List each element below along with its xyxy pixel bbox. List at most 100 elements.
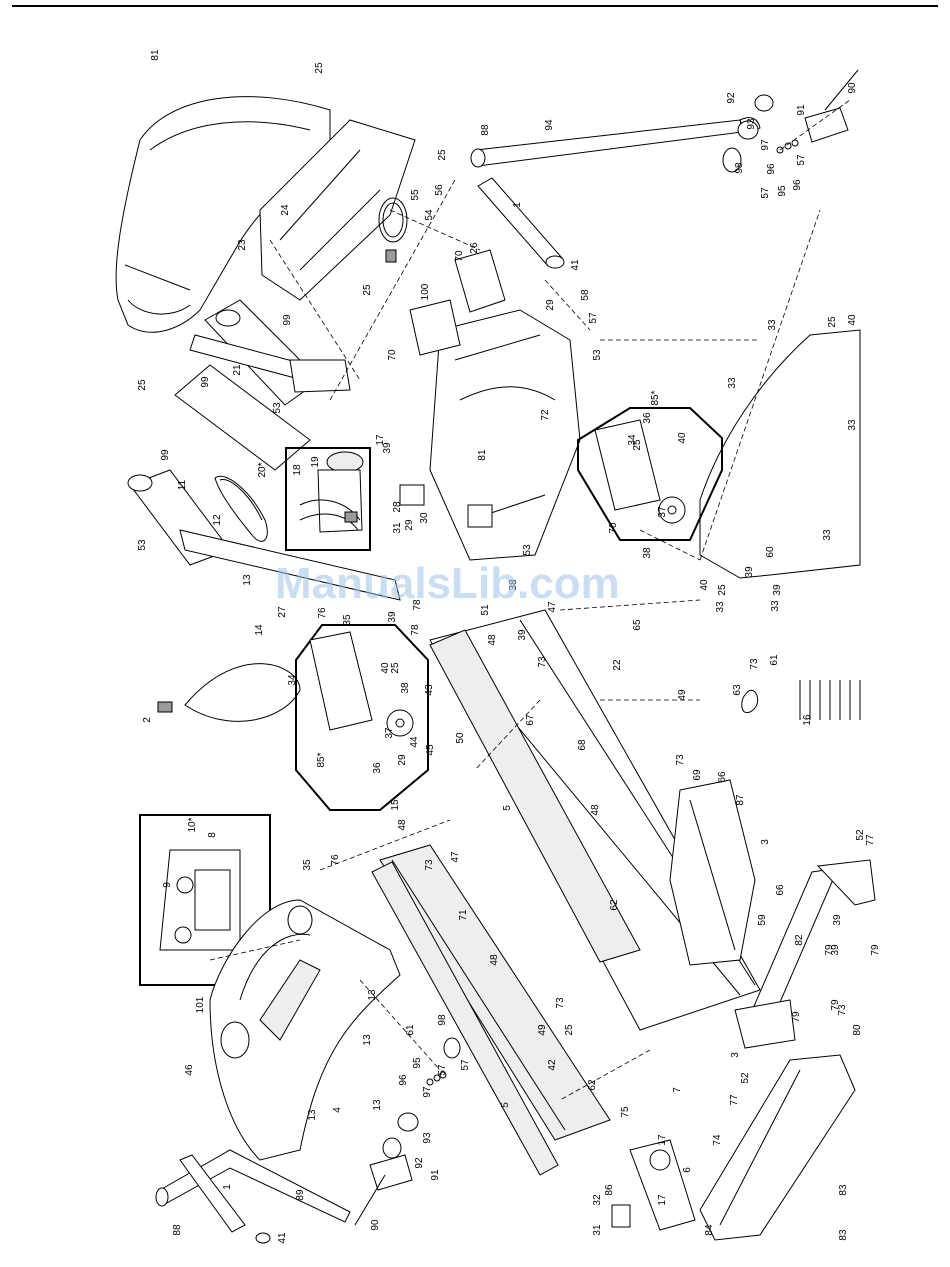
part-callout-label: 35 xyxy=(342,614,353,626)
part-callout-label: 16 xyxy=(802,714,813,726)
part-callout-label: 13 xyxy=(367,989,378,1001)
part-callout-label: 49 xyxy=(537,1024,548,1036)
part-callout-label: 33 xyxy=(715,601,726,613)
part-callout-label: 5 xyxy=(502,805,513,811)
part-callout-label: 74 xyxy=(712,1134,723,1146)
part-callout-label: 88 xyxy=(480,124,491,136)
part-callout-label: 43 xyxy=(424,684,435,696)
part-callout-label: 25 xyxy=(437,149,448,161)
part-callout-label: 73 xyxy=(749,658,760,670)
console-inset xyxy=(139,814,271,986)
part-callout-label: 41 xyxy=(570,259,581,271)
left-rail-lower xyxy=(371,861,559,1176)
part-callout-label: 41 xyxy=(277,1232,288,1244)
part-callout-label: 92 xyxy=(726,92,737,104)
part-callout-label: 86 xyxy=(604,1184,615,1196)
part-callout-label: 77 xyxy=(865,834,876,846)
part-callout-label: 26 xyxy=(469,242,480,254)
part-callout-label: 17 xyxy=(657,1194,668,1206)
part-callout-label: 76 xyxy=(330,854,341,866)
part-callout-label: 11 xyxy=(177,479,188,490)
part-callout-label: 100 xyxy=(420,283,431,300)
part-callout-label: 37 xyxy=(384,727,395,739)
part-callout-label: 85* xyxy=(650,390,661,405)
part-callout-label: 37 xyxy=(657,506,668,518)
hood-bracket xyxy=(259,119,416,301)
part-callout-label: 78 xyxy=(412,599,423,611)
part-callout-label: 33 xyxy=(822,529,833,541)
part-callout-label: 39 xyxy=(830,944,841,956)
part-callout-label: 3 xyxy=(760,839,771,845)
part-callout-label: 10* xyxy=(187,817,198,832)
part-callout-label: 95 xyxy=(412,1057,423,1069)
part-callout-label: 39 xyxy=(832,914,843,926)
handrail-end-cluster-top xyxy=(722,69,859,173)
part-callout-label: 1 xyxy=(222,1184,233,1190)
front-roller-assembly xyxy=(611,1139,696,1231)
assembly-guide-lines xyxy=(209,99,851,1101)
base-tube xyxy=(699,1054,856,1241)
part-callout-label: 93 xyxy=(746,118,757,130)
part-callout-label: 76 xyxy=(317,607,328,619)
part-callout-label: 44 xyxy=(409,736,420,748)
part-callout-label: 90 xyxy=(847,82,858,94)
part-callout-label: 47 xyxy=(547,601,558,613)
part-callout-label: 95 xyxy=(777,185,788,197)
part-callout-label: 62 xyxy=(609,899,620,911)
part-callout-label: 39 xyxy=(744,566,755,578)
part-callout-label: 7 xyxy=(672,1087,683,1093)
part-callout-label: 73 xyxy=(837,1004,848,1016)
part-callout-label: 87 xyxy=(735,794,746,806)
part-callout-label: 22 xyxy=(612,659,623,671)
part-callout-label: 25 xyxy=(362,284,373,296)
part-callout-label: 39 xyxy=(772,584,783,596)
part-callout-label: 52 xyxy=(855,829,866,841)
part-callout-label: 39 xyxy=(517,629,528,641)
part-callout-label: 73 xyxy=(537,656,548,668)
part-callout-label: 79 xyxy=(870,944,881,956)
part-callout-label: 85* xyxy=(316,752,327,767)
part-callout-label: 18 xyxy=(292,464,303,476)
part-callout-label: 57 xyxy=(460,1059,471,1071)
part-callout-label: 53 xyxy=(592,349,603,361)
part-callout-label: 17 xyxy=(657,1134,668,1146)
part-callout-label: 3 xyxy=(730,1052,741,1058)
part-callout-label: 80 xyxy=(852,1024,863,1036)
part-callout-label: 31 xyxy=(592,1224,603,1236)
part-callout-label: 48 xyxy=(397,819,408,831)
callout-labels: 11233455678910*1112131313131314151617171… xyxy=(137,49,881,1244)
part-callout-label: 29 xyxy=(545,299,556,311)
part-callout-label: 66 xyxy=(775,884,786,896)
part-callout-label: 99 xyxy=(200,376,211,388)
part-callout-label: 32 xyxy=(592,1194,603,1206)
part-callout-label: 29 xyxy=(397,754,408,766)
part-callout-label: 25 xyxy=(632,439,643,451)
part-callout-label: 52 xyxy=(740,1072,751,1084)
left-handrail xyxy=(155,1149,351,1244)
part-callout-label: 53 xyxy=(272,402,283,414)
part-callout-label: 40 xyxy=(699,579,710,591)
side-cover-right xyxy=(699,329,861,579)
part-callout-label: 81 xyxy=(477,449,488,461)
part-callout-label: 17 xyxy=(375,434,386,446)
part-callout-label: 25 xyxy=(137,379,148,391)
part-callout-label: 58 xyxy=(580,289,591,301)
part-callout-label: 98 xyxy=(734,162,745,174)
part-callout-label: 46 xyxy=(184,1064,195,1076)
part-callout-label: 57 xyxy=(760,187,771,199)
part-callout-label: 36 xyxy=(642,412,653,424)
part-callout-label: 79 xyxy=(830,999,841,1011)
part-callout-label: 99 xyxy=(160,449,171,461)
part-callout-label: 97 xyxy=(422,1086,433,1098)
right-mount-inset xyxy=(577,407,723,541)
part-callout-label: 70 xyxy=(387,349,398,361)
part-callout-label: 42 xyxy=(547,1059,558,1071)
part-callout-label: 70 xyxy=(454,250,465,262)
part-callout-label: 63 xyxy=(732,684,743,696)
part-callout-label: 24 xyxy=(280,204,291,216)
part-callout-label: 40 xyxy=(677,432,688,444)
part-callout-label: 93 xyxy=(422,1132,433,1144)
part-callout-label: 55 xyxy=(410,189,421,201)
part-callout-label: 78 xyxy=(410,624,421,636)
part-callout-label: 84 xyxy=(704,1224,715,1236)
